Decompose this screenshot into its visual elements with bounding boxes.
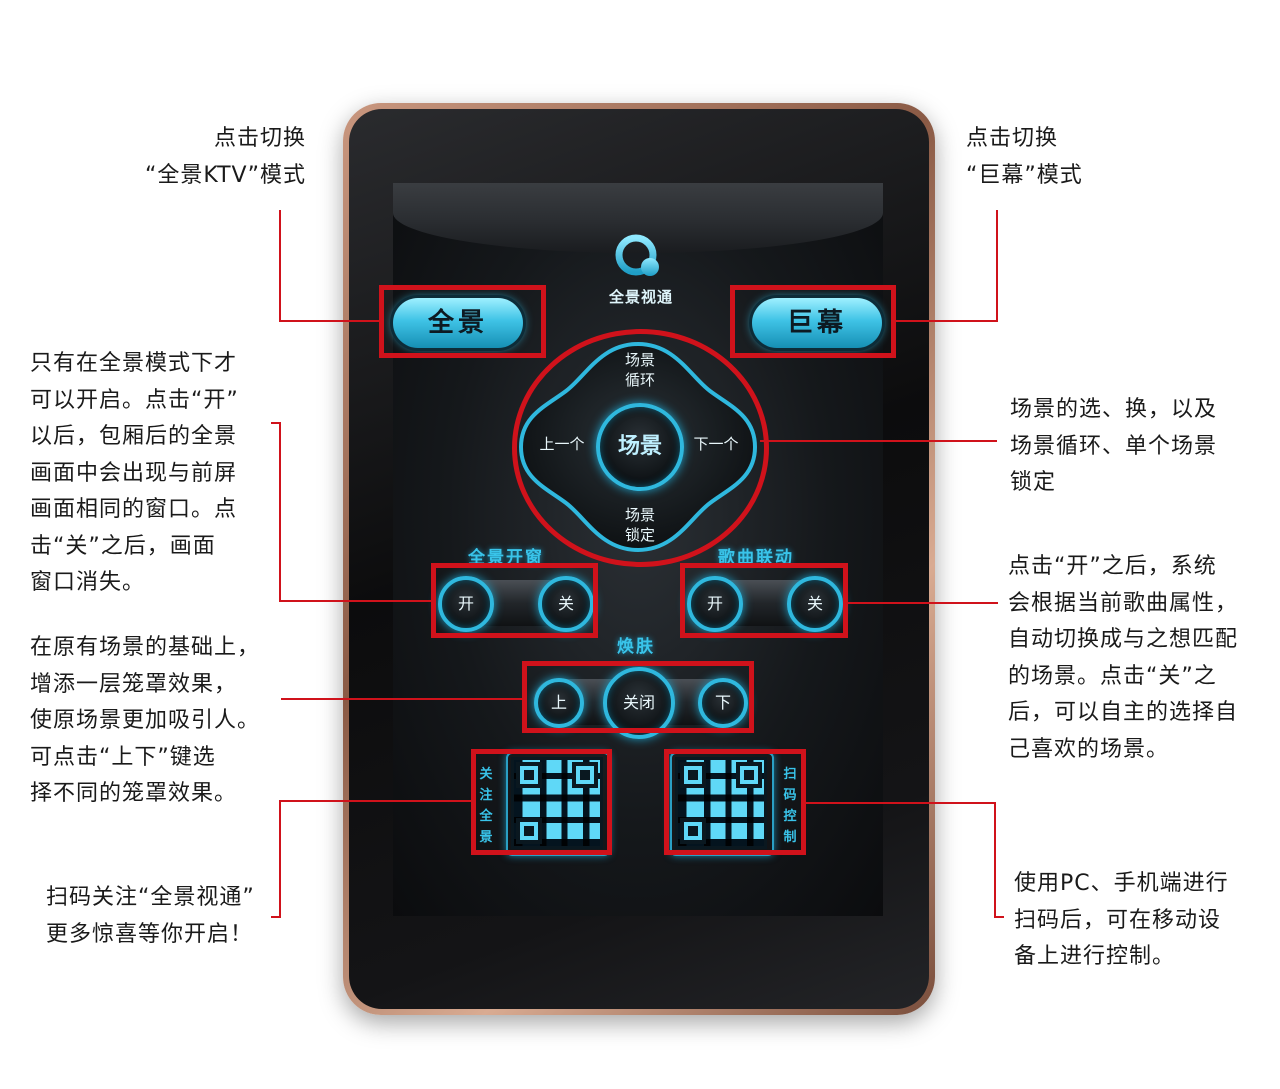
- connector-line: [279, 600, 432, 602]
- annotation-panorama-window: 只有在全景模式下才 可以开启。点击“开” 以后，包厢后的全景 画面中会出现与前屏…: [30, 351, 239, 595]
- highlight-skin: [522, 661, 754, 733]
- panorama-window-off-button[interactable]: 关: [538, 576, 594, 632]
- connector-line: [279, 210, 281, 322]
- song-link-on-button[interactable]: 开: [687, 576, 743, 632]
- annotation-song-link: 点击“开”之后，系统 会根据当前歌曲属性， 自动切换成与之想匹配 的场景。点击“…: [1008, 554, 1239, 762]
- qr-follow-label: 关 注 全 景: [479, 767, 493, 845]
- connector-line: [760, 440, 997, 442]
- highlight-panorama-window: [431, 563, 598, 638]
- highlight-song-link: [680, 563, 848, 638]
- highlight-giant-mode: [730, 285, 896, 358]
- highlight-qr-follow: [471, 749, 612, 855]
- annotation-qr-control: 使用PC、手机端进行 扫码后，可在移动设 备上进行控制。: [1014, 871, 1229, 969]
- connector-line: [279, 800, 281, 918]
- highlight-panorama-mode: [379, 285, 546, 358]
- connector-line: [279, 800, 472, 802]
- highlight-dpad: [512, 329, 769, 567]
- connector-line: [994, 916, 1004, 918]
- connector-line: [279, 422, 281, 602]
- skin-up-button[interactable]: 上: [534, 678, 584, 728]
- highlight-qr-control: [664, 749, 806, 855]
- qr-control-label: 扫 码 控 制: [783, 767, 797, 845]
- annotation-giant-mode: 点击切换 “巨幕”模式: [966, 126, 1083, 188]
- qr-control-code[interactable]: [675, 757, 767, 849]
- song-link-off-button[interactable]: 关: [787, 576, 843, 632]
- annotation-qr-follow: 扫码关注“全景视通” 更多惊喜等你开启！: [46, 885, 255, 947]
- connector-line: [996, 210, 998, 322]
- connector-line: [896, 320, 998, 322]
- connector-line: [271, 422, 281, 424]
- connector-line: [271, 916, 281, 918]
- panorama-window-on-button[interactable]: 开: [438, 576, 494, 632]
- panorama-mode-button[interactable]: 全景: [393, 298, 523, 348]
- skin-close-button[interactable]: 关闭: [603, 667, 675, 739]
- connector-line: [806, 802, 996, 804]
- giant-screen-mode-button[interactable]: 巨幕: [752, 298, 882, 348]
- skin-title: 焕肤: [617, 637, 655, 657]
- annotation-skin: 在原有场景的基础上， 增添一层笼罩效果， 使原场景更加吸引人。 可点击“上下”键…: [30, 635, 261, 806]
- brand-logo-icon: [615, 234, 659, 276]
- connector-line: [994, 802, 996, 918]
- brand-name: 全景视通: [608, 288, 673, 306]
- skin-down-button[interactable]: 下: [698, 678, 748, 728]
- connector-line: [848, 602, 998, 604]
- qr-follow-code[interactable]: [511, 757, 603, 849]
- connector-line: [279, 320, 380, 322]
- annotation-panorama-mode: 点击切换 “全景KTV”模式: [144, 126, 306, 188]
- connector-line: [281, 698, 522, 700]
- annotation-scene: 场景的选、换，以及 场景循环、单个场景 锁定: [1010, 397, 1218, 495]
